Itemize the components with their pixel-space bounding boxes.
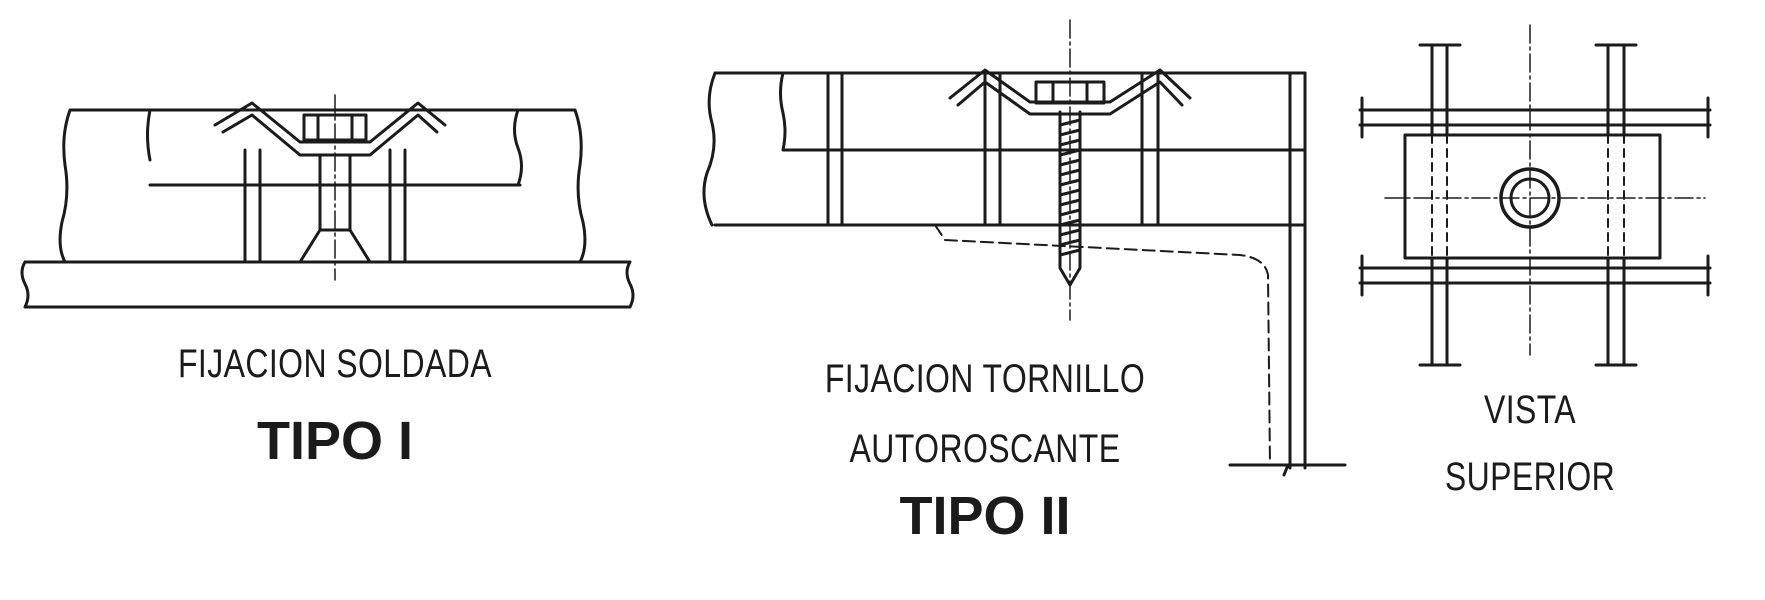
bearing-bars: [243, 148, 407, 264]
type-ii-caption-line1: FIJACION TORNILLO: [824, 357, 1146, 401]
centerlines: [1384, 24, 1706, 356]
support-angle: [934, 224, 1271, 466]
weld-stud: [298, 113, 372, 264]
clip-plate: [1403, 133, 1662, 260]
type-i-label: TIPO I: [256, 411, 413, 471]
end-plate: [1288, 71, 1307, 470]
grating-panel: [702, 71, 1307, 227]
horizontal-bars: [1358, 96, 1712, 297]
vertical-bars: [1418, 43, 1638, 367]
top-view-caption-line1: VISTA: [1483, 388, 1577, 432]
top-view-drawing: [1358, 24, 1712, 367]
bearing-bars: [826, 71, 1160, 227]
hidden-bar-lines: [1431, 134, 1625, 259]
type-i-caption: FIJACION SOLDADA: [177, 342, 493, 386]
bottom-line: [1228, 463, 1347, 477]
type-ii-label: TIPO II: [899, 486, 1071, 546]
grating-panel: [58, 108, 587, 264]
top-view-caption-line2: SUPERIOR: [1444, 455, 1616, 499]
screw-fixing-drawing: [702, 19, 1347, 477]
type-ii-caption-line2: AUTOROSCANTE: [849, 427, 1121, 471]
support-beam: [20, 260, 635, 309]
welded-fixing-drawing: [20, 94, 635, 309]
screw-head: [1034, 80, 1106, 105]
